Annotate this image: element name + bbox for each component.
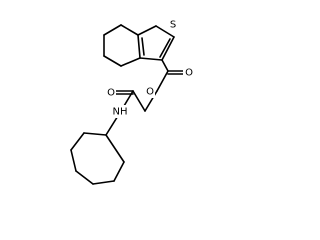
bond [137, 34, 141, 59]
ester-linker [132, 59, 188, 112]
bond [105, 134, 125, 163]
bond [92, 180, 115, 185]
ester-oxygen-label: O [146, 87, 154, 98]
bond [75, 170, 94, 185]
bond [141, 37, 145, 56]
bond [161, 36, 175, 61]
bond [103, 24, 122, 36]
bond [70, 132, 85, 151]
bond [103, 55, 122, 67]
tetrahydro-ring [103, 24, 141, 67]
bond [137, 25, 157, 36]
bond [155, 25, 175, 38]
amide-nitrogen-label: NH [113, 107, 128, 118]
molecule-structure: S O O O NH [70, 18, 194, 185]
ester-carbonyl-oxygen-label: O [185, 68, 193, 79]
bond [156, 70, 169, 92]
bond [83, 132, 107, 136]
bond [159, 38, 171, 58]
bond [120, 24, 139, 36]
cycloheptane-ring [70, 132, 125, 185]
bond [139, 57, 163, 61]
amide-oxygen-label: O [107, 88, 115, 99]
bond [120, 57, 141, 67]
thiophene-ring [137, 25, 175, 61]
bond [113, 161, 125, 182]
bond [70, 149, 77, 172]
bond [161, 59, 169, 72]
bond [132, 90, 146, 112]
atom-labels: S O O O NH [105, 18, 194, 118]
sulfur-atom-label: S [170, 20, 176, 31]
